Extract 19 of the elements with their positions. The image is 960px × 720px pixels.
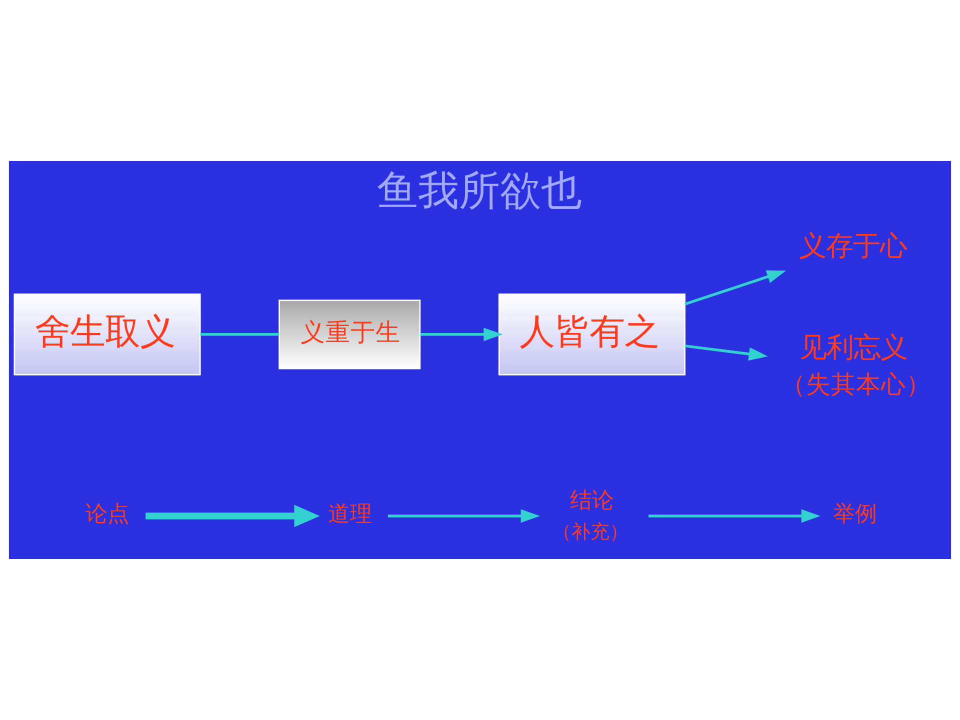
node-label: （补充）: [552, 520, 628, 544]
node-label: （失其本心）: [781, 369, 932, 398]
node-box: 人皆有之: [498, 293, 686, 376]
diagram-title: 鱼我所欲也: [376, 166, 582, 215]
node-text: 义存于心: [798, 231, 907, 262]
node-text: 道理: [328, 502, 372, 528]
arrow: [684, 270, 786, 306]
node-box: 义重于生: [278, 300, 421, 370]
node-text: 论点: [85, 502, 130, 528]
node-text: 见利忘义: [799, 332, 908, 364]
arrow: [420, 328, 503, 342]
arrow: [388, 509, 540, 523]
arrow: [146, 504, 320, 528]
connector: [200, 333, 280, 336]
node-text: 结论: [570, 488, 614, 514]
node-box: 舍生取义: [14, 293, 201, 376]
arrow: [648, 509, 820, 523]
arrow: [684, 344, 768, 361]
node-text: 举例: [832, 502, 877, 528]
